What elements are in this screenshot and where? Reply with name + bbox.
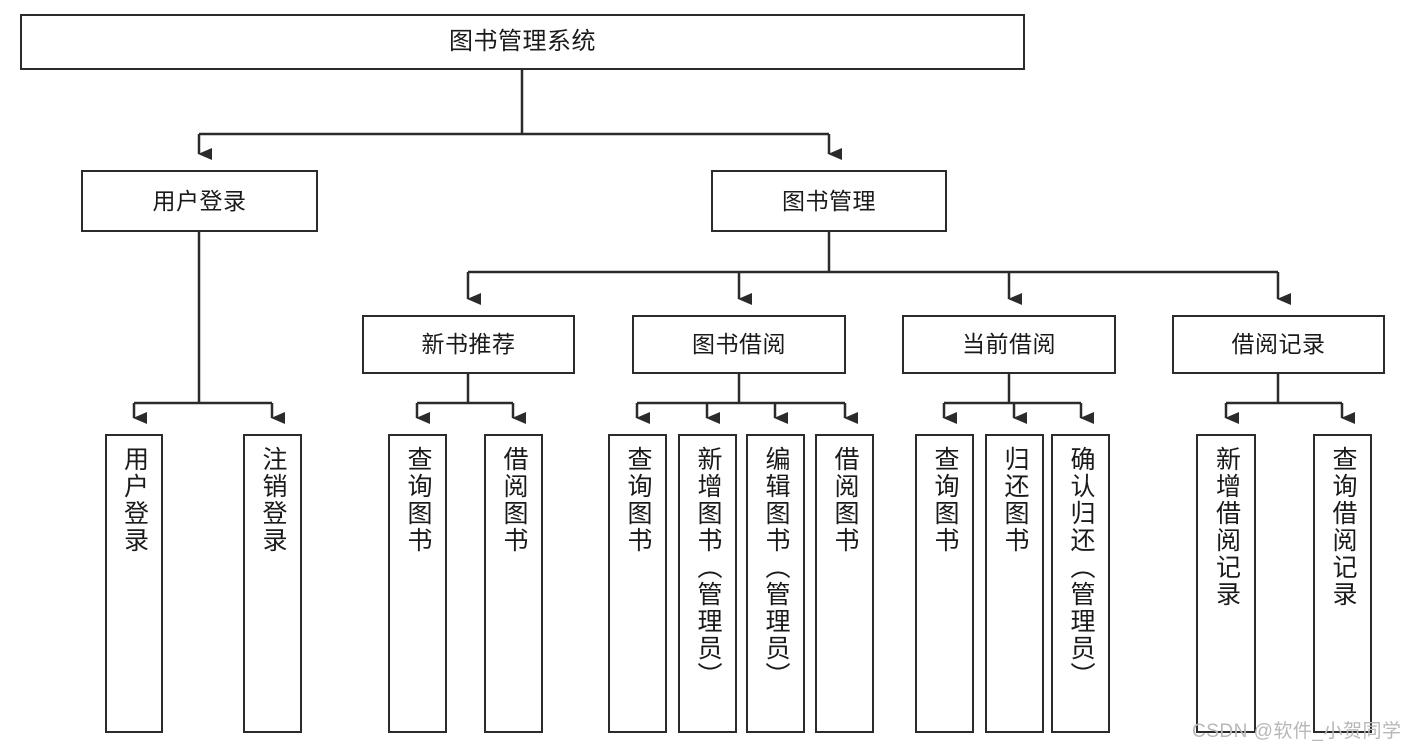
node-leaf-edit-book-label: 编辑图书（管理员） [762,446,790,689]
node-book-mgmt-label: 图书管理 [782,187,876,214]
node-leaf-query-record-label: 查询借阅记录 [1329,446,1357,608]
node-book-mgmt[interactable]: 图书管理 [711,170,947,232]
node-borrow-record[interactable]: 借阅记录 [1172,315,1385,374]
node-leaf-add-book[interactable]: 新增图书（管理员） [678,434,737,733]
node-root-label: 图书管理系统 [449,28,596,56]
node-leaf-query-book-rec-label: 查询图书 [404,446,432,554]
node-leaf-add-book-label: 新增图书（管理员） [694,446,722,689]
node-user-login-label: 用户登录 [152,187,247,214]
node-leaf-user-login[interactable]: 用户登录 [105,434,163,733]
watermark: CSDN @软件_小贺同学 [1192,721,1402,742]
node-current-borrow-label: 当前借阅 [962,331,1056,358]
node-leaf-confirm-return[interactable]: 确认归还（管理员） [1051,434,1110,733]
node-leaf-query-book-label: 查询图书 [624,446,652,554]
node-leaf-logout[interactable]: 注销登录 [243,434,302,733]
node-book-borrow-label: 图书借阅 [692,331,786,358]
node-leaf-borrow-book-label: 借阅图书 [831,446,859,554]
node-leaf-query-record[interactable]: 查询借阅记录 [1313,434,1372,733]
node-leaf-logout-label: 注销登录 [259,446,287,554]
node-book-borrow[interactable]: 图书借阅 [632,315,846,374]
node-leaf-query-book-cur-label: 查询图书 [931,446,959,554]
node-leaf-add-record[interactable]: 新增借阅记录 [1196,434,1256,733]
node-leaf-borrow-book-rec-label: 借阅图书 [500,446,528,554]
node-leaf-borrow-book[interactable]: 借阅图书 [815,434,874,733]
node-leaf-borrow-book-rec[interactable]: 借阅图书 [484,434,543,733]
node-leaf-query-book-cur[interactable]: 查询图书 [915,434,974,733]
node-leaf-query-book-rec[interactable]: 查询图书 [388,434,447,733]
node-leaf-return-book[interactable]: 归还图书 [985,434,1044,733]
node-leaf-user-login-label: 用户登录 [120,446,149,554]
node-leaf-query-book[interactable]: 查询图书 [608,434,667,733]
node-new-book-rec-label: 新书推荐 [421,331,516,358]
node-leaf-add-record-label: 新增借阅记录 [1212,446,1241,608]
node-leaf-edit-book[interactable]: 编辑图书（管理员） [746,434,805,733]
node-leaf-return-book-label: 归还图书 [1001,446,1029,554]
node-root[interactable]: 图书管理系统 [20,14,1025,70]
node-user-login[interactable]: 用户登录 [81,170,318,232]
node-current-borrow[interactable]: 当前借阅 [902,315,1116,374]
node-new-book-rec[interactable]: 新书推荐 [362,315,575,374]
node-borrow-record-label: 借阅记录 [1231,331,1326,358]
node-leaf-confirm-return-label: 确认归还（管理员） [1067,446,1095,689]
